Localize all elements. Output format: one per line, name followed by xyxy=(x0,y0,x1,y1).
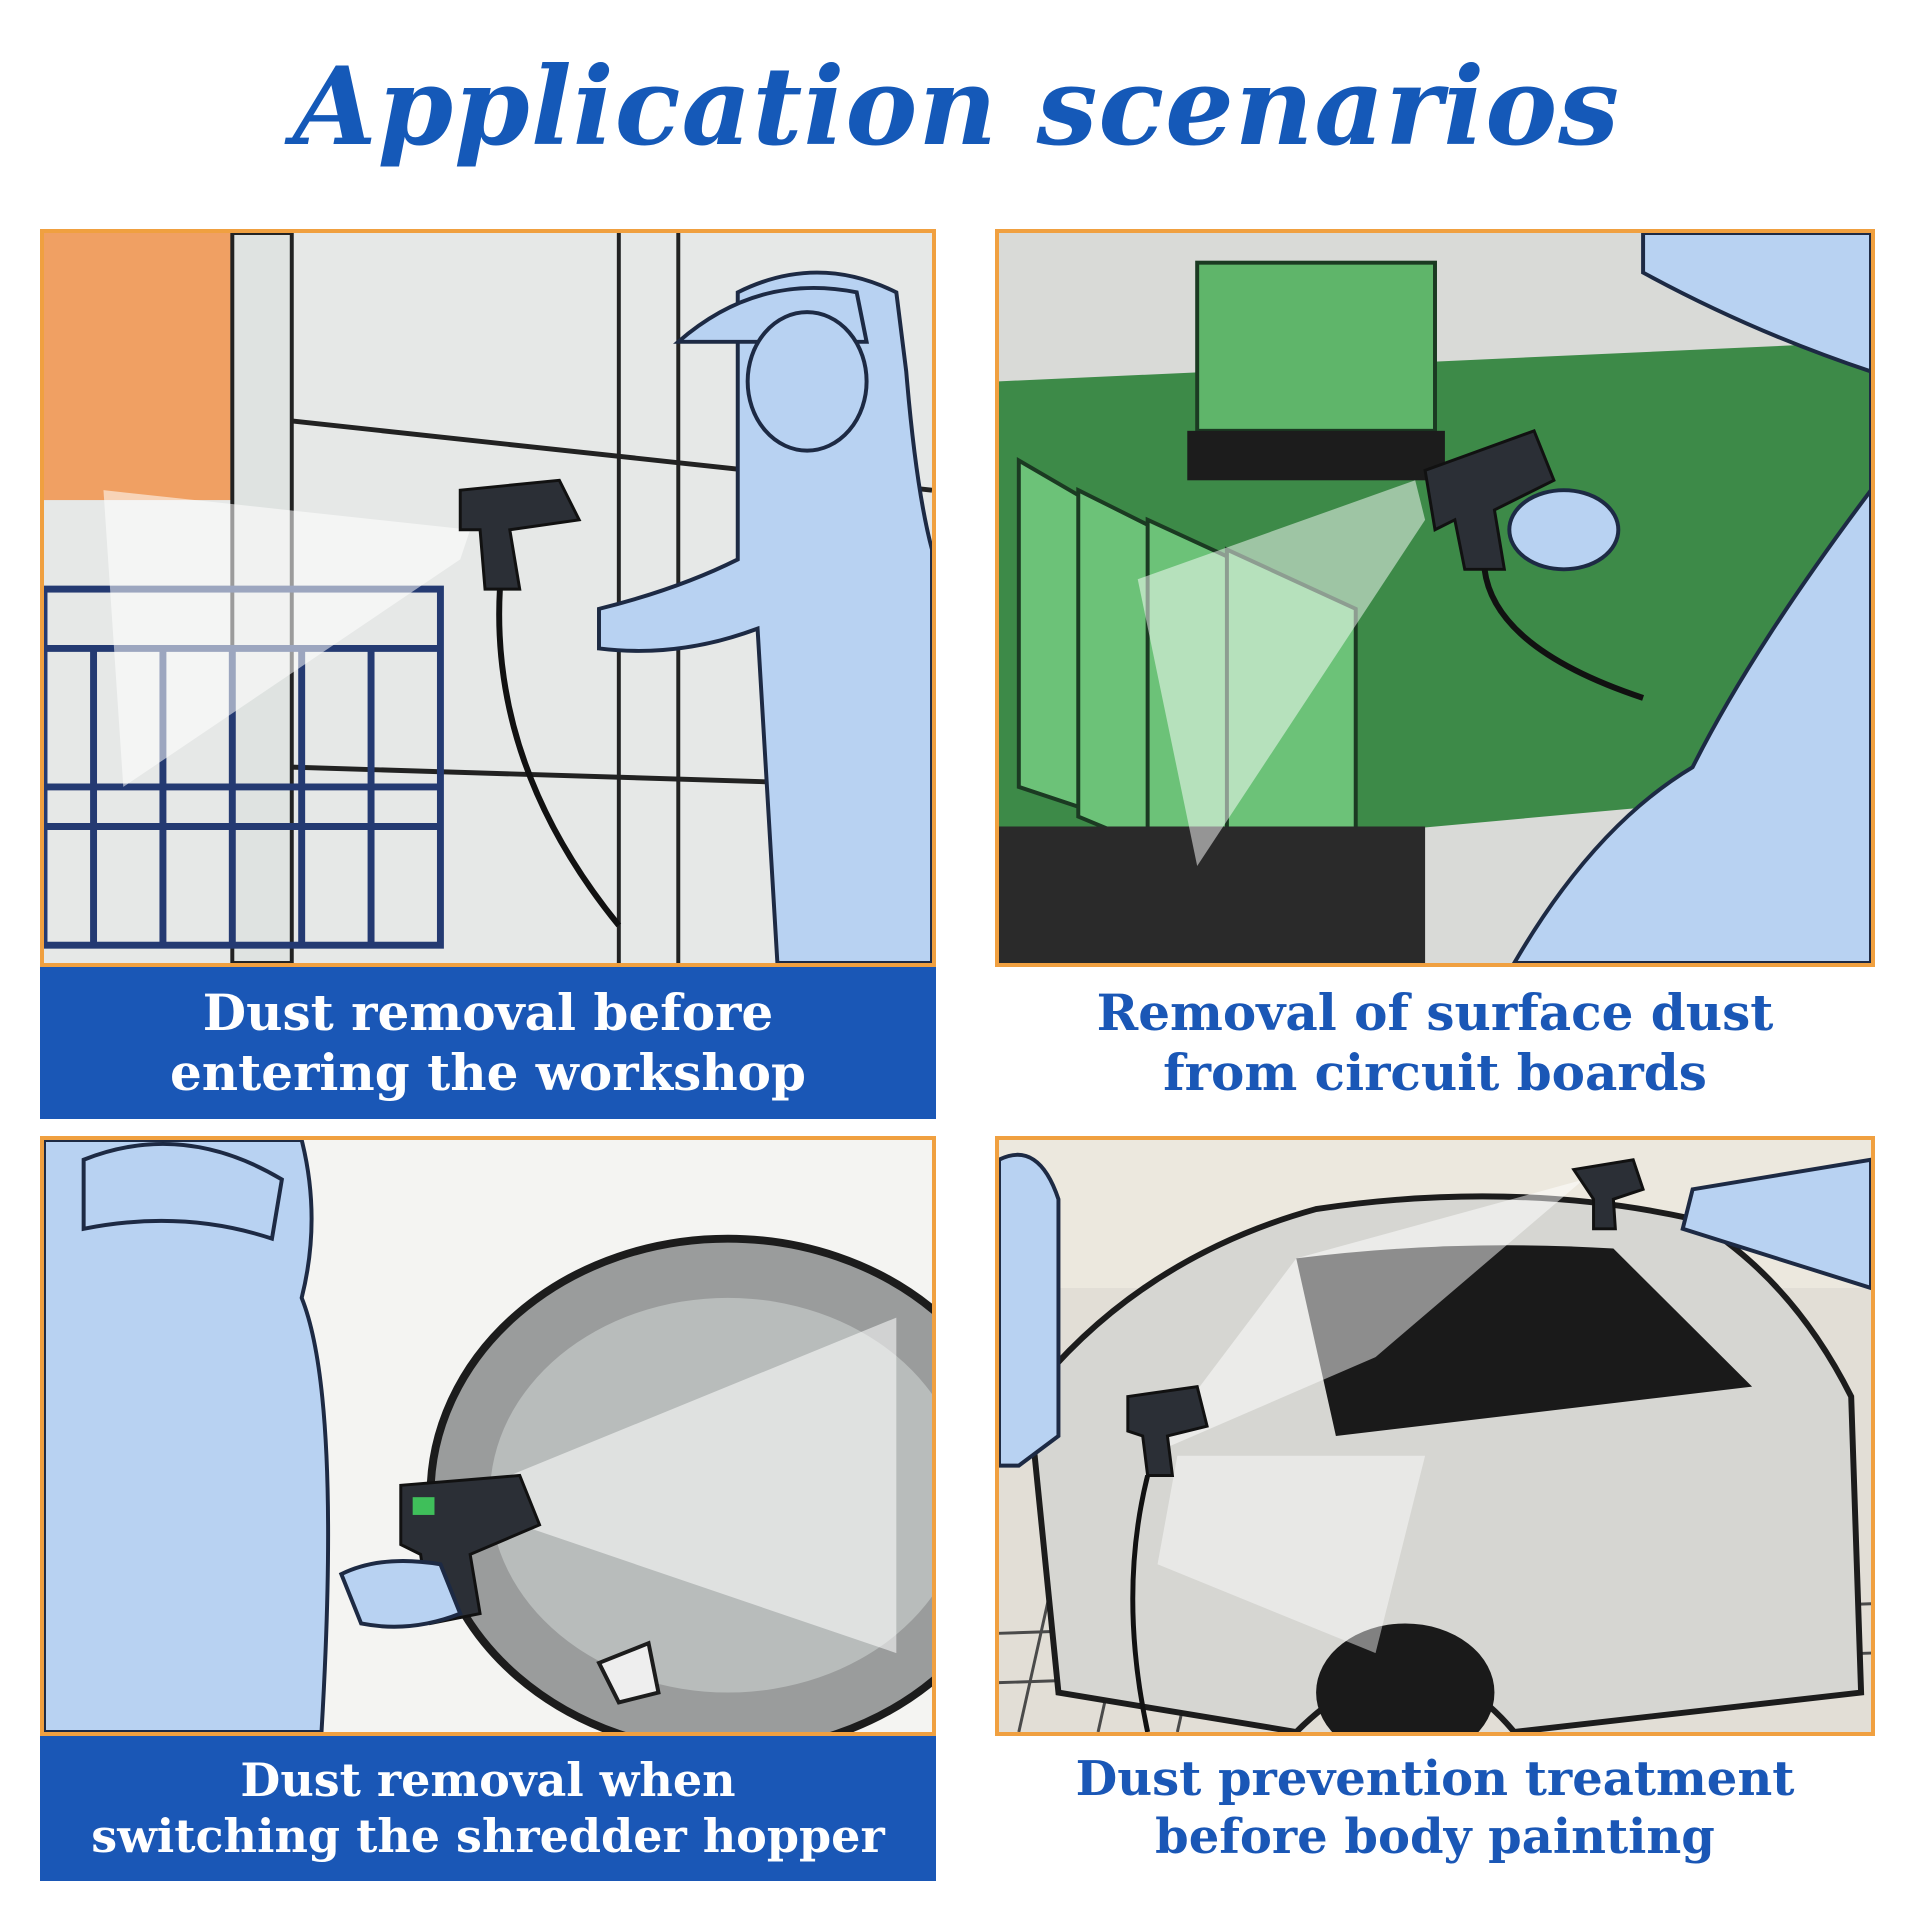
caption-text: Dust prevention treatment before body pa… xyxy=(1075,1750,1795,1865)
scenario-caption-circuit-boards: Removal of surface dust from circuit boa… xyxy=(995,967,1875,1119)
caption-text: Removal of surface dust from circuit boa… xyxy=(1096,983,1774,1102)
scenario-image-workshop xyxy=(40,229,936,967)
scenario-image-shredder-hopper xyxy=(40,1136,936,1736)
caption-text: Dust removal before entering the worksho… xyxy=(170,983,806,1102)
caption-text: Dust removal when switching the shredder… xyxy=(91,1753,885,1863)
page-title: Application scenarios xyxy=(292,44,1621,170)
scenario-image-body-painting xyxy=(995,1136,1875,1736)
scenario-caption-shredder-hopper: Dust removal when switching the shredder… xyxy=(40,1736,936,1881)
scenario-caption-body-painting: Dust prevention treatment before body pa… xyxy=(995,1736,1875,1881)
scenario-image-circuit-boards xyxy=(995,229,1875,967)
scenario-caption-workshop: Dust removal before entering the worksho… xyxy=(40,967,936,1119)
